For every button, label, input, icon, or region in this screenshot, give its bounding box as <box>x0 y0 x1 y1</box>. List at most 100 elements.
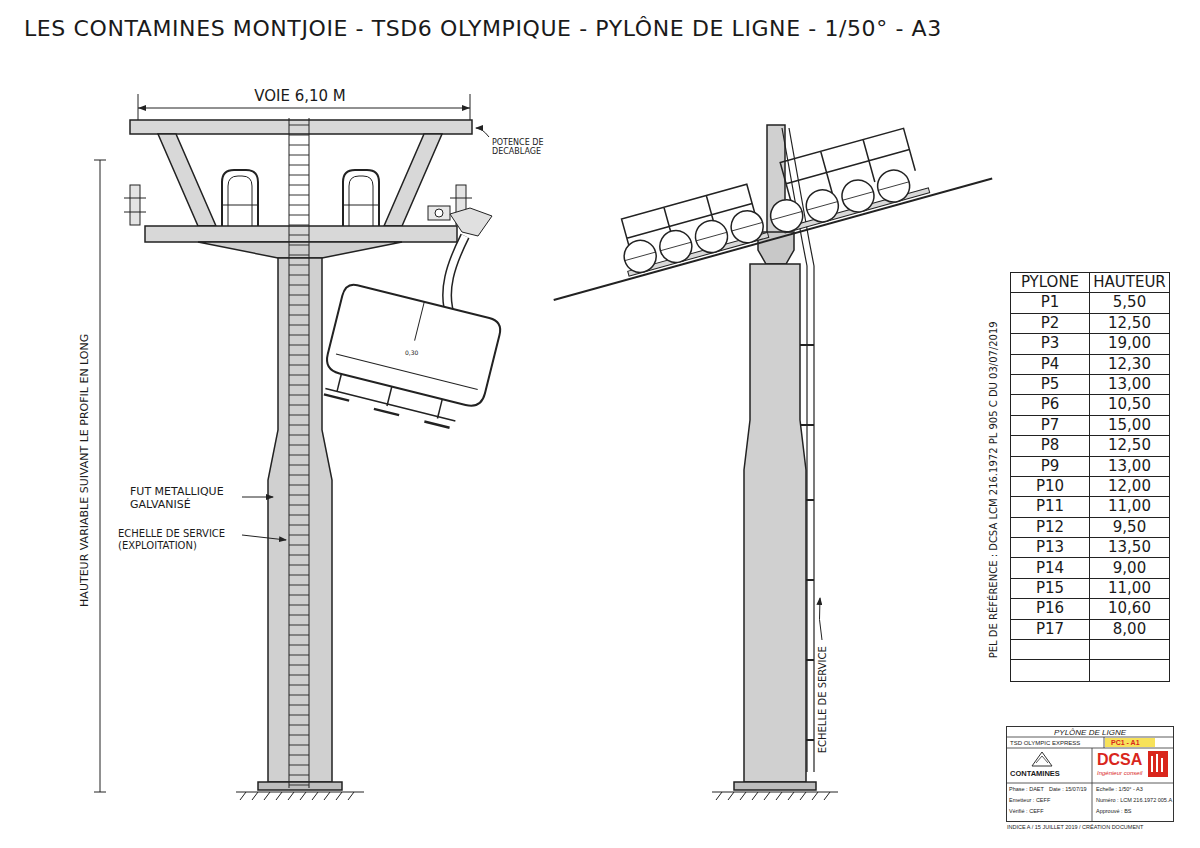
drawing-line <box>1104 737 1105 748</box>
title-block: PYLÔNE DE LIGNETSD OLYMPIC EXPRESSPC1 - … <box>1006 726 1174 822</box>
table-cell-text: 11,00 <box>1108 580 1151 597</box>
drawing-path <box>343 170 379 228</box>
table-row <box>1011 640 1169 660</box>
table-cell-text: 12,50 <box>1108 437 1151 454</box>
drawing-line <box>309 118 310 788</box>
table-cell: 13,00 <box>1090 457 1169 476</box>
table-cell-text: HAUTEUR <box>1093 274 1166 291</box>
title-block-text: TSD OLYMPIC EXPRESS <box>1010 740 1080 747</box>
drawing-rect <box>734 782 816 790</box>
drawing-line <box>336 354 478 389</box>
drawing-line <box>712 792 838 793</box>
table-row: P15,50 <box>1011 293 1169 313</box>
table-cell: 10,50 <box>1090 395 1169 414</box>
drawing-rect <box>428 206 450 220</box>
table-cell <box>1011 660 1090 680</box>
table-cell-text: P14 <box>1036 560 1064 577</box>
table-cell: 12,30 <box>1090 355 1169 374</box>
callout-label: POTENCE DE DECABLAGE <box>492 138 566 156</box>
drawing-path <box>450 208 492 236</box>
table-cell <box>1011 640 1090 659</box>
table-cell: 9,50 <box>1090 518 1169 537</box>
table-row: P913,00 <box>1011 457 1169 477</box>
drawing-line <box>343 205 379 206</box>
table-cell-text: P4 <box>1041 356 1060 373</box>
table-cell: 10,60 <box>1090 599 1169 618</box>
table-cell-text: 12,00 <box>1108 478 1151 495</box>
drawing-path <box>138 105 470 111</box>
table-cell: P9 <box>1011 457 1090 476</box>
table-cell: P5 <box>1011 375 1090 394</box>
drawing-line <box>100 160 101 792</box>
table-cell-text: 10,60 <box>1108 600 1151 617</box>
drawing-title: LES CONTAMINES MONTJOIE - TSD6 OLYMPIQUE… <box>24 16 942 41</box>
table-row: P610,50 <box>1011 395 1169 415</box>
title-block-text: Approuvé : BS <box>1096 808 1131 814</box>
title-block-text: INDICE A / 15 JUILLET 2019 / CRÉATION DO… <box>1007 824 1143 830</box>
drawing-path <box>1036 756 1048 763</box>
drawing-line <box>1006 783 1174 784</box>
table-cell-text: P17 <box>1036 621 1064 638</box>
table-cell: P13 <box>1011 538 1090 557</box>
table-cell: P4 <box>1011 355 1090 374</box>
dimension-label: 0,30 <box>404 350 419 357</box>
table-cell: PYLONE <box>1011 273 1090 292</box>
table-cell: 13,00 <box>1090 375 1169 394</box>
drawing-line <box>387 387 392 406</box>
front-view <box>94 94 503 800</box>
drawing-path <box>716 792 830 800</box>
table-cell: P17 <box>1011 620 1090 639</box>
table-cell: P10 <box>1011 477 1090 496</box>
table-cell: P11 <box>1011 497 1090 516</box>
table-cell-text: 9,00 <box>1113 560 1146 577</box>
drawing-line <box>138 94 139 120</box>
table-row: P715,00 <box>1011 416 1169 436</box>
side-view <box>534 109 992 800</box>
table-cell: 13,50 <box>1090 538 1169 557</box>
table-cell: P16 <box>1011 599 1090 618</box>
table-cell: P1 <box>1011 293 1090 312</box>
table-cell: P8 <box>1011 436 1090 455</box>
table-row: P12 9,50 <box>1011 518 1169 538</box>
table-cell: P14 <box>1011 558 1090 577</box>
drawing-path <box>240 792 354 800</box>
table-row: P319,00 <box>1011 334 1169 354</box>
table-cell-text: 11,00 <box>1108 498 1151 515</box>
drawing-path <box>476 128 489 137</box>
table-row: P1313,50 <box>1011 538 1169 558</box>
table-row: P2 12,50 <box>1011 314 1169 334</box>
callout-label: ECHELLE DE SERVICE (EXPLOITATION) <box>118 528 268 551</box>
table-cell-text: P2 <box>1041 315 1060 332</box>
table-row: P5 13,00 <box>1011 375 1169 395</box>
callout-label: ECHELLE DE SERVICE <box>817 646 829 753</box>
table-cell: 12,50 <box>1090 314 1169 333</box>
drawing-rect <box>1105 738 1155 747</box>
table-cell: P12 <box>1011 518 1090 537</box>
drawing-line <box>374 409 399 415</box>
drawing-path <box>349 176 373 228</box>
drawing-line <box>242 497 273 498</box>
drawing-path <box>324 282 503 409</box>
table-cell-text: 9,50 <box>1113 519 1146 536</box>
drawing-path <box>1152 754 1162 772</box>
drawing-path <box>625 182 909 261</box>
drawing-line <box>437 399 442 418</box>
drawing-line <box>124 212 146 213</box>
table-row: P8 12,50 <box>1011 436 1169 456</box>
drawing-line <box>289 118 290 788</box>
drawing-line <box>470 94 471 120</box>
drawing-polygon <box>1032 752 1052 766</box>
drawing-polygon <box>158 134 216 226</box>
table-row: P10 12,00 <box>1011 477 1169 497</box>
table-cell-text: P5 <box>1041 376 1060 393</box>
table-cell-text: 13,00 <box>1108 376 1151 393</box>
table-row: P15 11,00 <box>1011 579 1169 599</box>
drawing-g <box>534 109 992 300</box>
drawing-line <box>450 198 472 199</box>
title-block-text: PYLÔNE DE LIGNE <box>1054 728 1126 737</box>
table-cell: P15 <box>1011 579 1090 598</box>
table-cell-text: P8 <box>1041 437 1060 454</box>
drawing-line <box>1092 748 1093 822</box>
table-cell: 11,00 <box>1090 579 1169 598</box>
dimension-label: HAUTEUR VARIABLE SUIVANT LE PROFIL EN LO… <box>80 333 93 606</box>
